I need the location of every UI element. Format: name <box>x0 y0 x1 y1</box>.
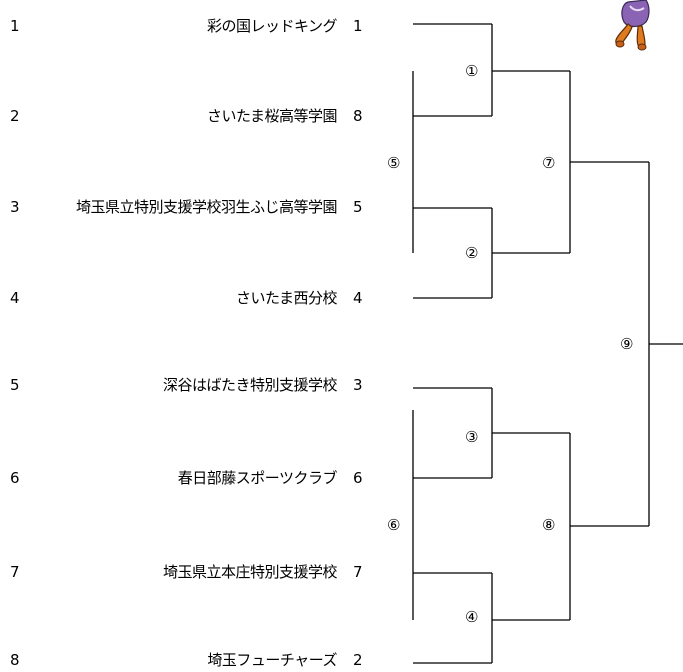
match-2-bracket <box>413 207 493 299</box>
seed-number: 3 <box>353 376 363 394</box>
seed-number: 2 <box>353 651 363 669</box>
mascot-character-icon <box>615 0 650 51</box>
seed-number: 4 <box>353 289 363 307</box>
seed-number: 5 <box>353 198 363 216</box>
match-9-bracket <box>570 161 683 527</box>
seed-number: 7 <box>353 563 363 581</box>
team-name: 春日部藤スポーツクラブ <box>177 469 338 487</box>
match-label-8: ⑧ <box>542 516 555 534</box>
entry-number: 2 <box>10 107 20 125</box>
match-7-bracket <box>492 70 571 254</box>
seed-number: 8 <box>353 107 363 125</box>
team-row-1: 1 彩の国レッドキング 1 <box>0 14 380 38</box>
team-name: さいたま西分校 <box>235 289 338 307</box>
team-name: 埼玉県立特別支援学校羽生ふじ高等学園 <box>75 198 338 216</box>
team-name: さいたま桜高等学園 <box>206 107 338 125</box>
team-name: 深谷はばたき特別支援学校 <box>162 376 338 394</box>
match-label-9: ⑨ <box>620 335 633 353</box>
match-3-bracket <box>413 387 493 479</box>
entry-number: 1 <box>10 17 20 35</box>
seed-number: 6 <box>353 469 363 487</box>
team-row-4: 4 さいたま西分校 4 <box>0 286 380 310</box>
entry-number: 7 <box>10 563 20 581</box>
match-label-5: ⑤ <box>387 154 400 172</box>
team-row-3: 3 埼玉県立特別支援学校羽生ふじ高等学園 5 <box>0 195 380 219</box>
team-row-6: 6 春日部藤スポーツクラブ 6 <box>0 466 380 490</box>
team-row-8: 8 埼玉フューチャーズ 2 <box>0 648 380 672</box>
entry-number: 6 <box>10 469 20 487</box>
match-8-bracket <box>492 432 571 621</box>
team-name: 埼玉県立本庄特別支援学校 <box>162 563 338 581</box>
match-label-6: ⑥ <box>387 516 400 534</box>
match-label-2: ② <box>465 244 478 262</box>
team-name: 彩の国レッドキング <box>206 17 338 35</box>
match-label-1: ① <box>465 62 478 80</box>
seed-number: 1 <box>353 17 363 35</box>
team-row-2: 2 さいたま桜高等学園 8 <box>0 104 380 128</box>
entry-number: 8 <box>10 651 20 669</box>
match-label-3: ③ <box>465 428 478 446</box>
entry-number: 5 <box>10 376 20 394</box>
match-label-7: ⑦ <box>542 154 555 172</box>
entry-number: 4 <box>10 289 20 307</box>
team-row-5: 5 深谷はばたき特別支援学校 3 <box>0 373 380 397</box>
entry-number: 3 <box>10 198 20 216</box>
team-name: 埼玉フューチャーズ <box>207 651 337 669</box>
team-row-7: 7 埼玉県立本庄特別支援学校 7 <box>0 560 380 584</box>
match-4-bracket <box>413 572 493 664</box>
match-label-4: ④ <box>465 608 478 626</box>
match-1-bracket <box>413 23 493 117</box>
